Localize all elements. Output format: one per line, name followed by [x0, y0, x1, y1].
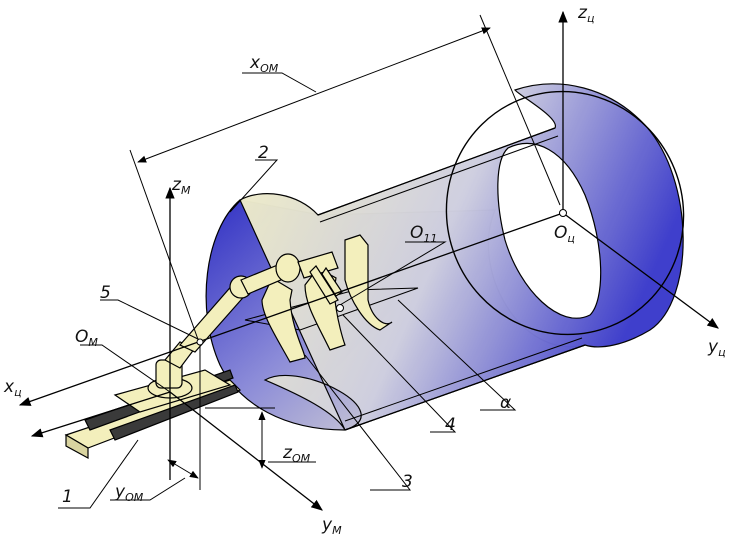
axes: [18, 10, 719, 511]
y-om-label: yОМ: [114, 482, 144, 504]
rail-base: [64, 369, 242, 460]
dimensions: [110, 14, 561, 501]
origin-oc-point: [559, 209, 567, 217]
callout-5: 5: [100, 283, 111, 303]
origin-om-point: [196, 338, 204, 346]
z-om-label: zОМ: [282, 443, 311, 465]
callout-1: 1: [62, 487, 73, 507]
callout-3: 3: [402, 472, 413, 492]
cylinder-shell: [205, 83, 685, 431]
xc-label: xц: [3, 377, 22, 399]
yc-label: yц: [707, 337, 726, 359]
om-label: OМ: [75, 327, 98, 349]
labels: 1 2 3 4 5 α OМ O11 Oц zц yц xц zМ yМ xОМ…: [3, 3, 726, 537]
x-om-label: xОМ: [249, 53, 279, 75]
zc-label: zц: [577, 3, 594, 25]
callout-2: 2: [258, 143, 269, 163]
alpha-label: α: [500, 393, 511, 413]
ym-label: yМ: [321, 515, 342, 537]
oc-label: Oц: [554, 223, 575, 245]
callout-4: 4: [445, 415, 456, 435]
o11-label: O11: [410, 223, 437, 245]
origin-o11-point: [336, 304, 344, 312]
leader-lines: [58, 159, 517, 509]
zm-label: zМ: [171, 175, 191, 197]
